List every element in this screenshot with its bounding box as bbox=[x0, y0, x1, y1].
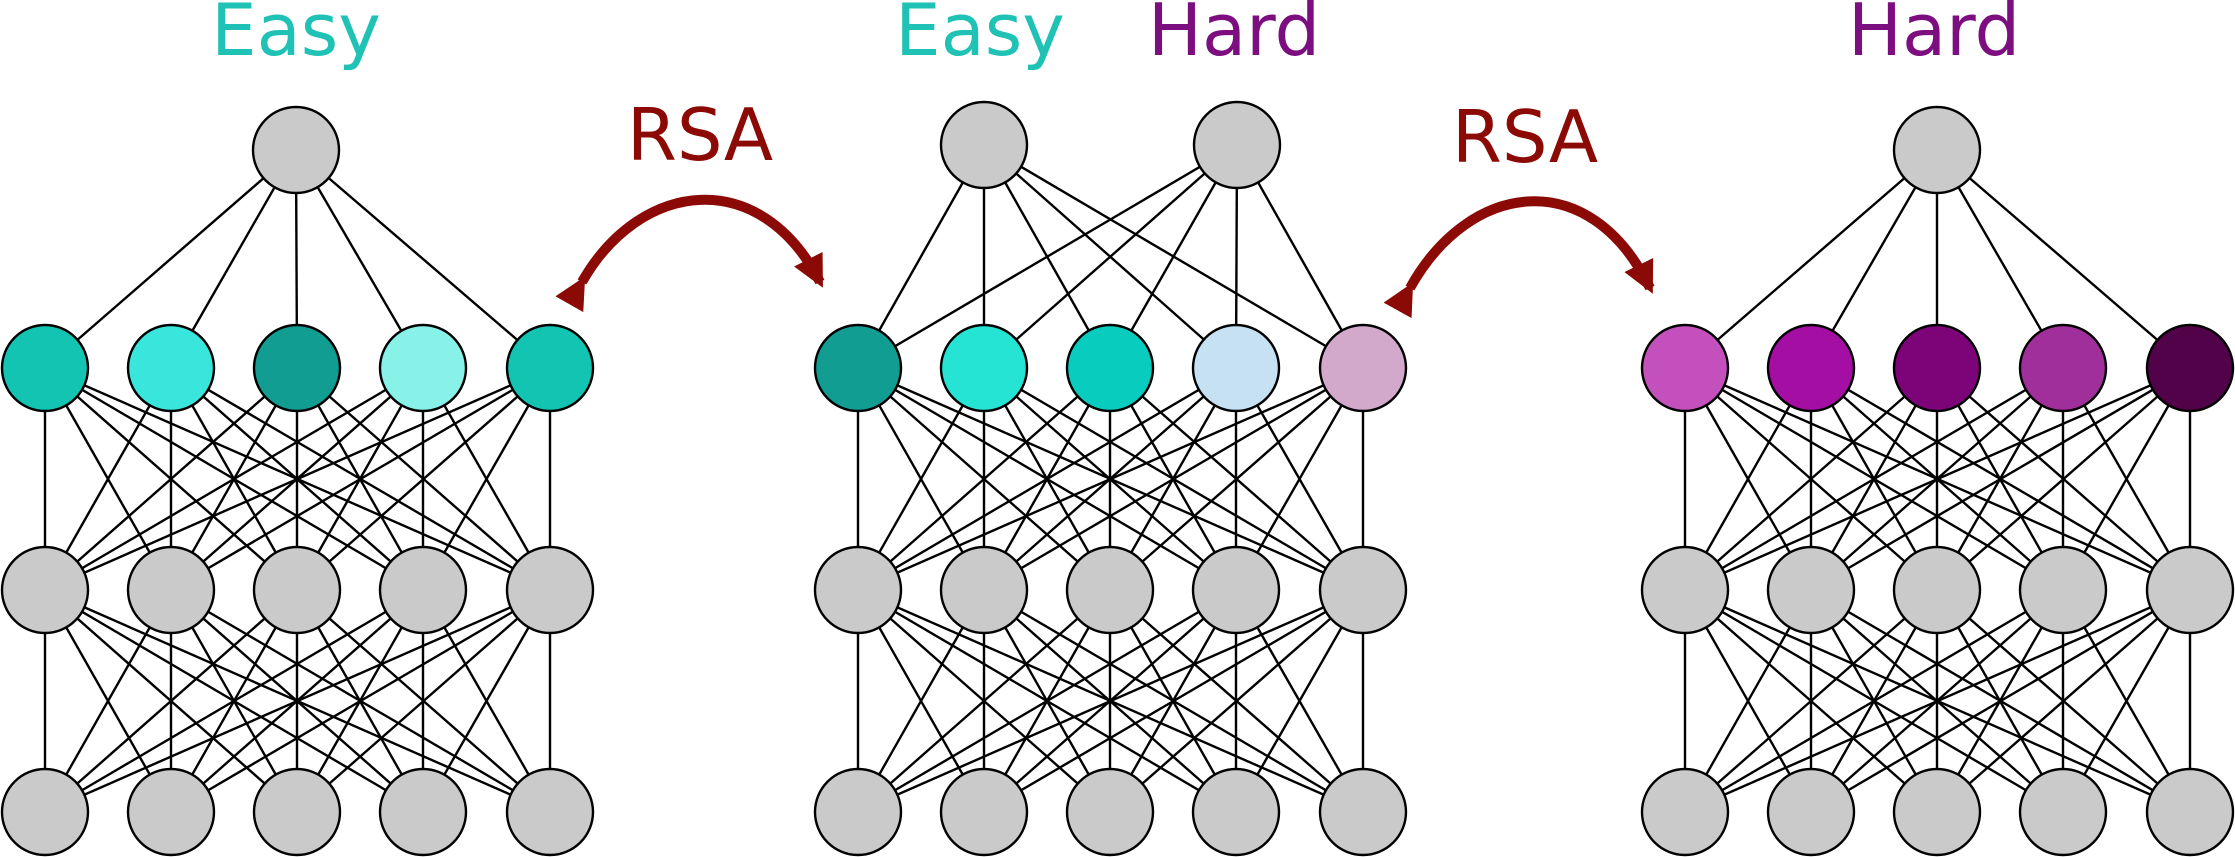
easy-network-hidden-node bbox=[252, 323, 342, 413]
hard-network-hidden-node bbox=[1640, 323, 1730, 413]
connection-edge bbox=[296, 367, 551, 591]
hard-network-layer2-node bbox=[2018, 545, 2108, 635]
edges-layer bbox=[43, 143, 2192, 814]
connection-edge bbox=[1684, 149, 1938, 369]
easy-network-hidden-node bbox=[0, 323, 90, 413]
connection-edge bbox=[170, 588, 551, 814]
combined-network-input-node bbox=[813, 767, 903, 857]
combined-network-input-node bbox=[939, 767, 1029, 857]
hard-network-hidden-node bbox=[1892, 323, 1982, 413]
connection-edge bbox=[857, 366, 1237, 592]
easy-network-hidden-node bbox=[378, 323, 468, 413]
hard-network-output-node bbox=[1892, 105, 1982, 195]
easy-network-hidden-node bbox=[505, 323, 595, 413]
rsa-right-label: RSA bbox=[1452, 95, 1598, 179]
hard-network-layer2-node bbox=[1892, 545, 1982, 635]
connection-edge bbox=[1684, 589, 1938, 813]
combined-network-layer2-node bbox=[1191, 545, 1281, 635]
connection-edge bbox=[857, 589, 1111, 813]
connection-edge bbox=[44, 588, 551, 814]
connection-edge bbox=[857, 366, 1364, 592]
connection-edge bbox=[1810, 588, 2191, 814]
right-hard-label: Hard bbox=[1848, 0, 2020, 72]
hard-network-input-node bbox=[2145, 767, 2235, 857]
connection-edge bbox=[1109, 589, 1364, 813]
combined-network-layer2-node bbox=[939, 545, 1029, 635]
connection-edge bbox=[983, 588, 1364, 814]
combined-network-input-node bbox=[1065, 767, 1155, 857]
connection-edge bbox=[170, 366, 551, 592]
connection-edge bbox=[1684, 367, 1938, 591]
connection-edge bbox=[983, 366, 1364, 592]
connection-edge bbox=[1936, 149, 2191, 369]
left-easy-label: Easy bbox=[211, 0, 381, 72]
hard-network-input-node bbox=[1640, 767, 1730, 857]
easy-network-input-node bbox=[505, 767, 595, 857]
connection-edge bbox=[1810, 366, 2191, 592]
hard-network-input-node bbox=[2018, 767, 2108, 857]
connection-edge bbox=[1684, 366, 2191, 592]
combined-network-layer2-node bbox=[813, 545, 903, 635]
combined-network-layer2-node bbox=[1065, 545, 1155, 635]
nodes-layer bbox=[0, 100, 2235, 857]
connection-edge bbox=[295, 149, 551, 369]
connection-edge bbox=[1936, 367, 2191, 591]
connection-edge bbox=[44, 588, 424, 814]
middle-easy-label: Easy bbox=[895, 0, 1065, 72]
rsa-left-arrow bbox=[555, 194, 825, 313]
combined-network-input-node bbox=[1318, 767, 1408, 857]
connection-edge bbox=[44, 366, 551, 592]
connection-edge bbox=[44, 367, 298, 591]
combined-network-hidden-node bbox=[813, 323, 903, 413]
hard-network-hidden-node bbox=[2018, 323, 2108, 413]
easy-network-layer2-node bbox=[252, 545, 342, 635]
connection-edge bbox=[1684, 588, 2191, 814]
hard-network-input-node bbox=[1766, 767, 1856, 857]
combined-network-layer2-node bbox=[1318, 545, 1408, 635]
connection-edge bbox=[857, 143, 1238, 370]
middle-hard-label: Hard bbox=[1148, 0, 1320, 72]
easy-network-layer2-node bbox=[0, 545, 90, 635]
connection-edge bbox=[857, 367, 1111, 591]
connection-edge bbox=[857, 588, 1237, 814]
connection-edge bbox=[44, 149, 297, 369]
hard-network-layer2-node bbox=[1640, 545, 1730, 635]
connection-edge bbox=[44, 589, 298, 813]
hard-network-input-node bbox=[1892, 767, 1982, 857]
connection-edge bbox=[1684, 588, 2064, 814]
combined-network-output-node bbox=[939, 100, 1029, 190]
combined-network-hidden-node bbox=[1318, 323, 1408, 413]
easy-network-input-node bbox=[378, 767, 468, 857]
connection-edge bbox=[1684, 366, 2064, 592]
combined-network-hidden-node bbox=[939, 323, 1029, 413]
combined-network-input-node bbox=[1191, 767, 1281, 857]
combined-network-hidden-node bbox=[1065, 323, 1155, 413]
rsa-left-label: RSA bbox=[627, 93, 773, 177]
easy-network-layer2-node bbox=[505, 545, 595, 635]
connection-edge bbox=[1936, 589, 2191, 813]
connection-edge bbox=[44, 366, 424, 592]
hard-network-hidden-node bbox=[2145, 323, 2235, 413]
connection-edge bbox=[857, 588, 1364, 814]
connection-edge bbox=[1109, 367, 1364, 591]
easy-network-layer2-node bbox=[126, 545, 216, 635]
easy-network-output-node bbox=[251, 105, 341, 195]
connection-edge bbox=[296, 589, 551, 813]
easy-network-input-node bbox=[252, 767, 342, 857]
easy-network-layer2-node bbox=[378, 545, 468, 635]
hard-network-layer2-node bbox=[2145, 545, 2235, 635]
hard-network-hidden-node bbox=[1766, 323, 1856, 413]
hard-network-layer2-node bbox=[1766, 545, 1856, 635]
combined-network-hidden-node bbox=[1191, 323, 1281, 413]
connection-edge bbox=[983, 144, 1238, 369]
combined-network-output-node bbox=[1192, 100, 1282, 190]
rsa-right-arrow bbox=[1383, 196, 1655, 319]
easy-network-input-node bbox=[0, 767, 90, 857]
easy-network-input-node bbox=[126, 767, 216, 857]
easy-network-hidden-node bbox=[126, 323, 216, 413]
